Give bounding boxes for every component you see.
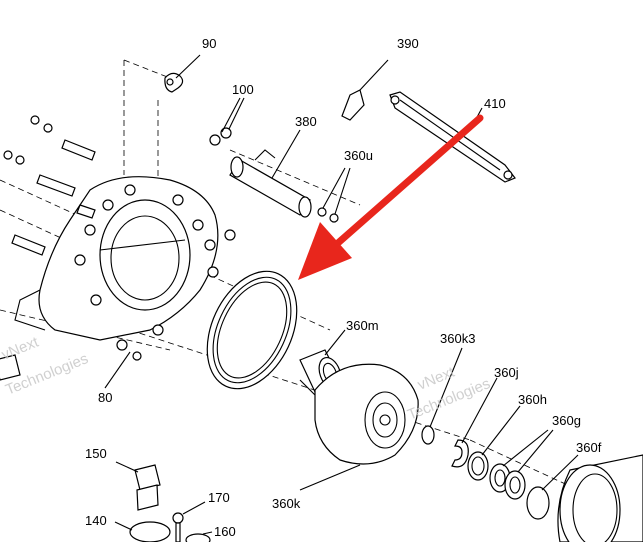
part-360h bbox=[467, 405, 521, 481]
part-360j bbox=[451, 377, 498, 468]
part-360k bbox=[299, 363, 419, 491]
label-360k3: 360k3 bbox=[440, 331, 475, 346]
label-360u: 360u bbox=[344, 148, 373, 163]
label-360m: 360m bbox=[346, 318, 379, 333]
label-140: 140 bbox=[85, 513, 107, 528]
label-380: 380 bbox=[295, 114, 317, 129]
drum bbox=[557, 454, 643, 542]
part-410 bbox=[389, 91, 516, 183]
label-150: 150 bbox=[85, 446, 107, 461]
part-360u bbox=[317, 167, 351, 223]
part-360k3 bbox=[421, 347, 463, 445]
part-labels: 90 390 100 410 380 360u 360m 360k3 360j … bbox=[85, 36, 602, 539]
label-360k: 360k bbox=[272, 496, 301, 511]
part-80 bbox=[104, 351, 131, 389]
part-150 bbox=[115, 461, 161, 511]
part-170 bbox=[172, 501, 206, 542]
label-390: 390 bbox=[397, 36, 419, 51]
label-160: 160 bbox=[214, 524, 236, 539]
bolts-left bbox=[0, 115, 236, 381]
label-360g: 360g bbox=[552, 413, 581, 428]
label-80: 80 bbox=[98, 390, 112, 405]
part-360g bbox=[489, 429, 554, 500]
part-160 bbox=[185, 531, 213, 542]
label-100: 100 bbox=[232, 82, 254, 97]
red-arrow-icon bbox=[298, 114, 484, 280]
housing-casting bbox=[14, 176, 219, 341]
part-390 bbox=[341, 59, 389, 121]
part-100 bbox=[209, 97, 245, 146]
part-360f bbox=[526, 454, 579, 520]
watermark-line1: vNext bbox=[0, 333, 42, 363]
part-140 bbox=[114, 521, 171, 542]
drive-band bbox=[206, 270, 298, 390]
label-170: 170 bbox=[208, 490, 230, 505]
label-90: 90 bbox=[202, 36, 216, 51]
label-410: 410 bbox=[484, 96, 506, 111]
part-90 bbox=[164, 54, 201, 93]
part-380 bbox=[229, 129, 312, 218]
label-360h: 360h bbox=[518, 392, 547, 407]
label-360j: 360j bbox=[494, 365, 519, 380]
label-360f: 360f bbox=[576, 440, 602, 455]
